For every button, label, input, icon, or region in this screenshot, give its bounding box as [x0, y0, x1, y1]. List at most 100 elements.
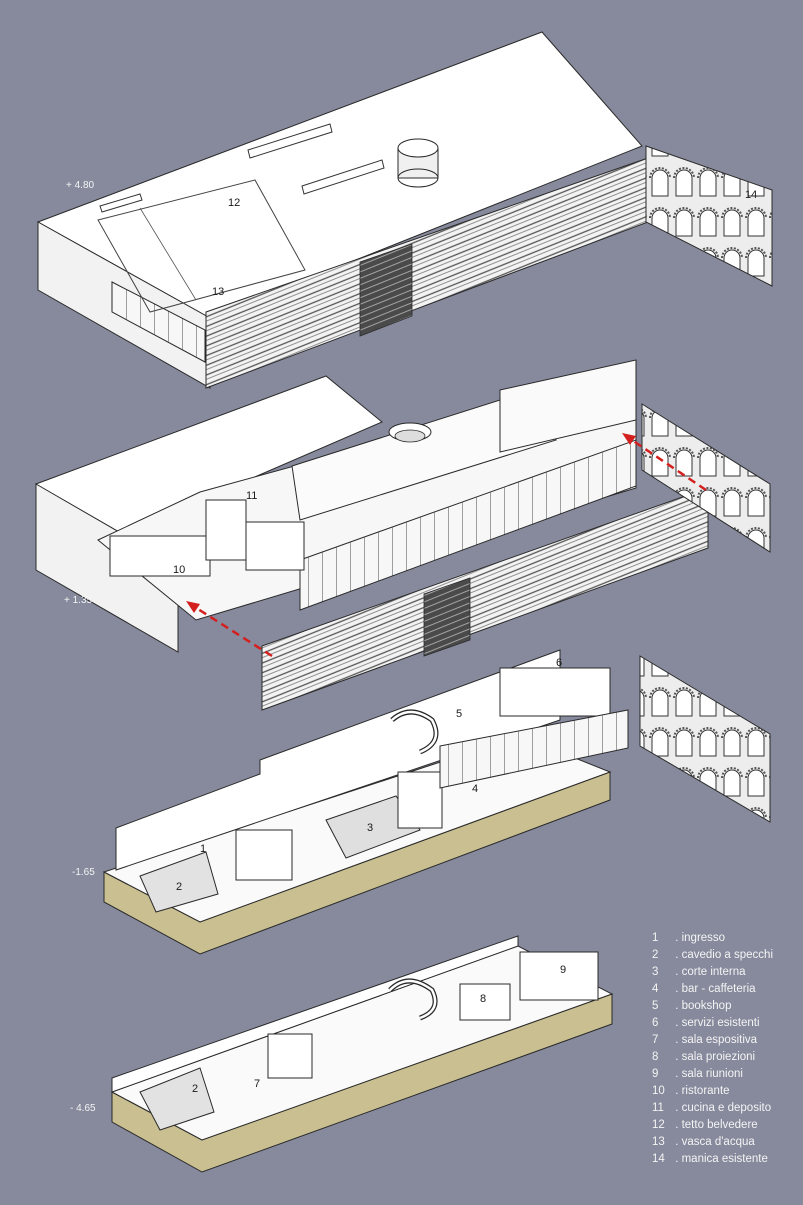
ground-louver-screen: [439, 709, 629, 789]
basement-back-wall: [111, 935, 519, 1093]
legend-number: 8: [652, 1051, 659, 1063]
ground-stair-spiral: [390, 709, 439, 755]
legend-item: 8 . sala proiezioni: [652, 1049, 800, 1066]
legend-number: 2: [652, 949, 659, 961]
room-label: 10: [173, 564, 185, 576]
legend-label: manica esistente: [681, 1153, 768, 1165]
legend-label: tetto belvedere: [681, 1119, 758, 1131]
ground-rooms: [235, 667, 611, 881]
legend-item: 6 . servizi esistenti: [652, 1015, 800, 1032]
ground-courtyard: [325, 795, 421, 859]
ground-back-wall: [115, 649, 561, 871]
ground-mirror-courtyard: [139, 851, 219, 913]
room-label: 2: [192, 1083, 198, 1095]
room-label: 3: [367, 822, 373, 834]
legend-number: 9: [652, 1068, 659, 1080]
legend-item: 14 . manica esistente: [652, 1151, 800, 1168]
legend-item: 12 . tetto belvedere: [652, 1117, 800, 1134]
room-label: 8: [480, 993, 486, 1005]
level-label-roof: + 4.80: [66, 180, 95, 191]
legend-item: 10 . ristorante: [652, 1083, 800, 1100]
level-label-basement: - 4.65: [70, 1103, 96, 1114]
room-label: 12: [228, 197, 240, 209]
roof-level: [36, 31, 773, 389]
room-label: 9: [560, 964, 566, 976]
existing-wing-ground: [639, 655, 771, 823]
legend-item: 9 . sala riunioni: [652, 1066, 800, 1083]
roof-skylight: [97, 179, 306, 313]
basement-stair-spiral: [388, 978, 438, 1021]
first-rooms: [109, 499, 305, 577]
legend-label: ristorante: [681, 1085, 730, 1097]
room-labels: 12 13 14 10 11 1 2 3 4 5 6 2 7 8 9: [173, 189, 757, 1095]
first-drum: [388, 422, 432, 443]
legend-item: 7 . sala espositiva: [652, 1032, 800, 1049]
room-label: 2: [176, 881, 182, 893]
legend-number: 12: [652, 1119, 665, 1131]
legend-label: sala espositiva: [681, 1034, 758, 1046]
legend-label: servizi esistenti: [681, 1017, 760, 1029]
level-label-ground: -1.65: [72, 867, 95, 878]
legend-number: 13: [652, 1136, 665, 1148]
first-louver-facade: [261, 487, 709, 711]
existing-wing-roof: [645, 145, 773, 287]
legend-label: bar - caffeteria: [681, 983, 756, 995]
room-label: 6: [556, 657, 562, 669]
basement-rooms: [267, 951, 599, 1079]
basement-level: [110, 935, 614, 1173]
legend-label: sala riunioni: [681, 1068, 743, 1080]
room-label: 14: [745, 189, 757, 201]
room-label: 4: [472, 783, 478, 795]
first-upper-roof: [291, 399, 558, 521]
legend-number: 3: [652, 966, 659, 978]
room-label: 1: [200, 843, 206, 855]
basement-mirror-courtyard: [139, 1067, 215, 1131]
level-label-first: + 1.35: [64, 595, 93, 606]
legend-item: 4 . bar - caffeteria: [652, 981, 800, 998]
legend-item: 11 . cucina e deposito: [652, 1100, 800, 1117]
legend-number: 10: [652, 1085, 665, 1097]
room-label: 13: [212, 286, 224, 298]
roof-belvedere-drum: [397, 138, 439, 188]
room-label: 7: [254, 1078, 260, 1090]
first-floor-level: [34, 359, 771, 711]
legend-number: 11: [652, 1102, 664, 1114]
red-arrow-left: [189, 602, 273, 658]
legend-label: corte interna: [681, 966, 746, 978]
first-glass-facade: [299, 439, 637, 611]
legend-number: 7: [652, 1034, 659, 1046]
ground-floor-level: [102, 649, 771, 955]
legend-item: 5 . bookshop: [652, 998, 800, 1015]
legend-number: 5: [652, 1000, 659, 1012]
red-arrow-left-head: [186, 601, 200, 613]
room-label: 11: [246, 490, 257, 502]
legend-label: bookshop: [681, 1000, 732, 1012]
existing-wing-first: [641, 403, 771, 553]
first-services-block: [499, 359, 637, 453]
roof-louver-dark-panel: [359, 243, 413, 337]
legend-item: 13 . vasca d'acqua: [652, 1134, 800, 1151]
legend-number: 6: [652, 1017, 659, 1029]
roof-vents-3: [99, 193, 143, 213]
roof-vents: [247, 123, 333, 159]
first-louver-dark: [423, 577, 471, 657]
roof-vents-2: [301, 159, 385, 195]
legend-label: ingresso: [681, 932, 726, 944]
legend-item: 2 . cavedio a specchi: [652, 947, 800, 964]
legend-label: cavedio a specchi: [681, 949, 774, 961]
legend-number: 1: [652, 932, 659, 944]
red-arrow-right: [625, 434, 707, 492]
legend-label: cucina e deposito: [681, 1102, 772, 1114]
legend-item: 3 . corte interna: [652, 964, 800, 981]
legend-label: sala proiezioni: [681, 1051, 756, 1063]
legend-item: 1 . ingresso: [652, 930, 800, 947]
legend-label: vasca d'acqua: [681, 1136, 755, 1148]
roof-glazing: [111, 281, 206, 363]
red-arrow-right-head: [622, 433, 636, 445]
legend-number: 4: [652, 983, 659, 995]
room-label: 5: [456, 708, 462, 720]
legend-number: 14: [652, 1153, 665, 1165]
